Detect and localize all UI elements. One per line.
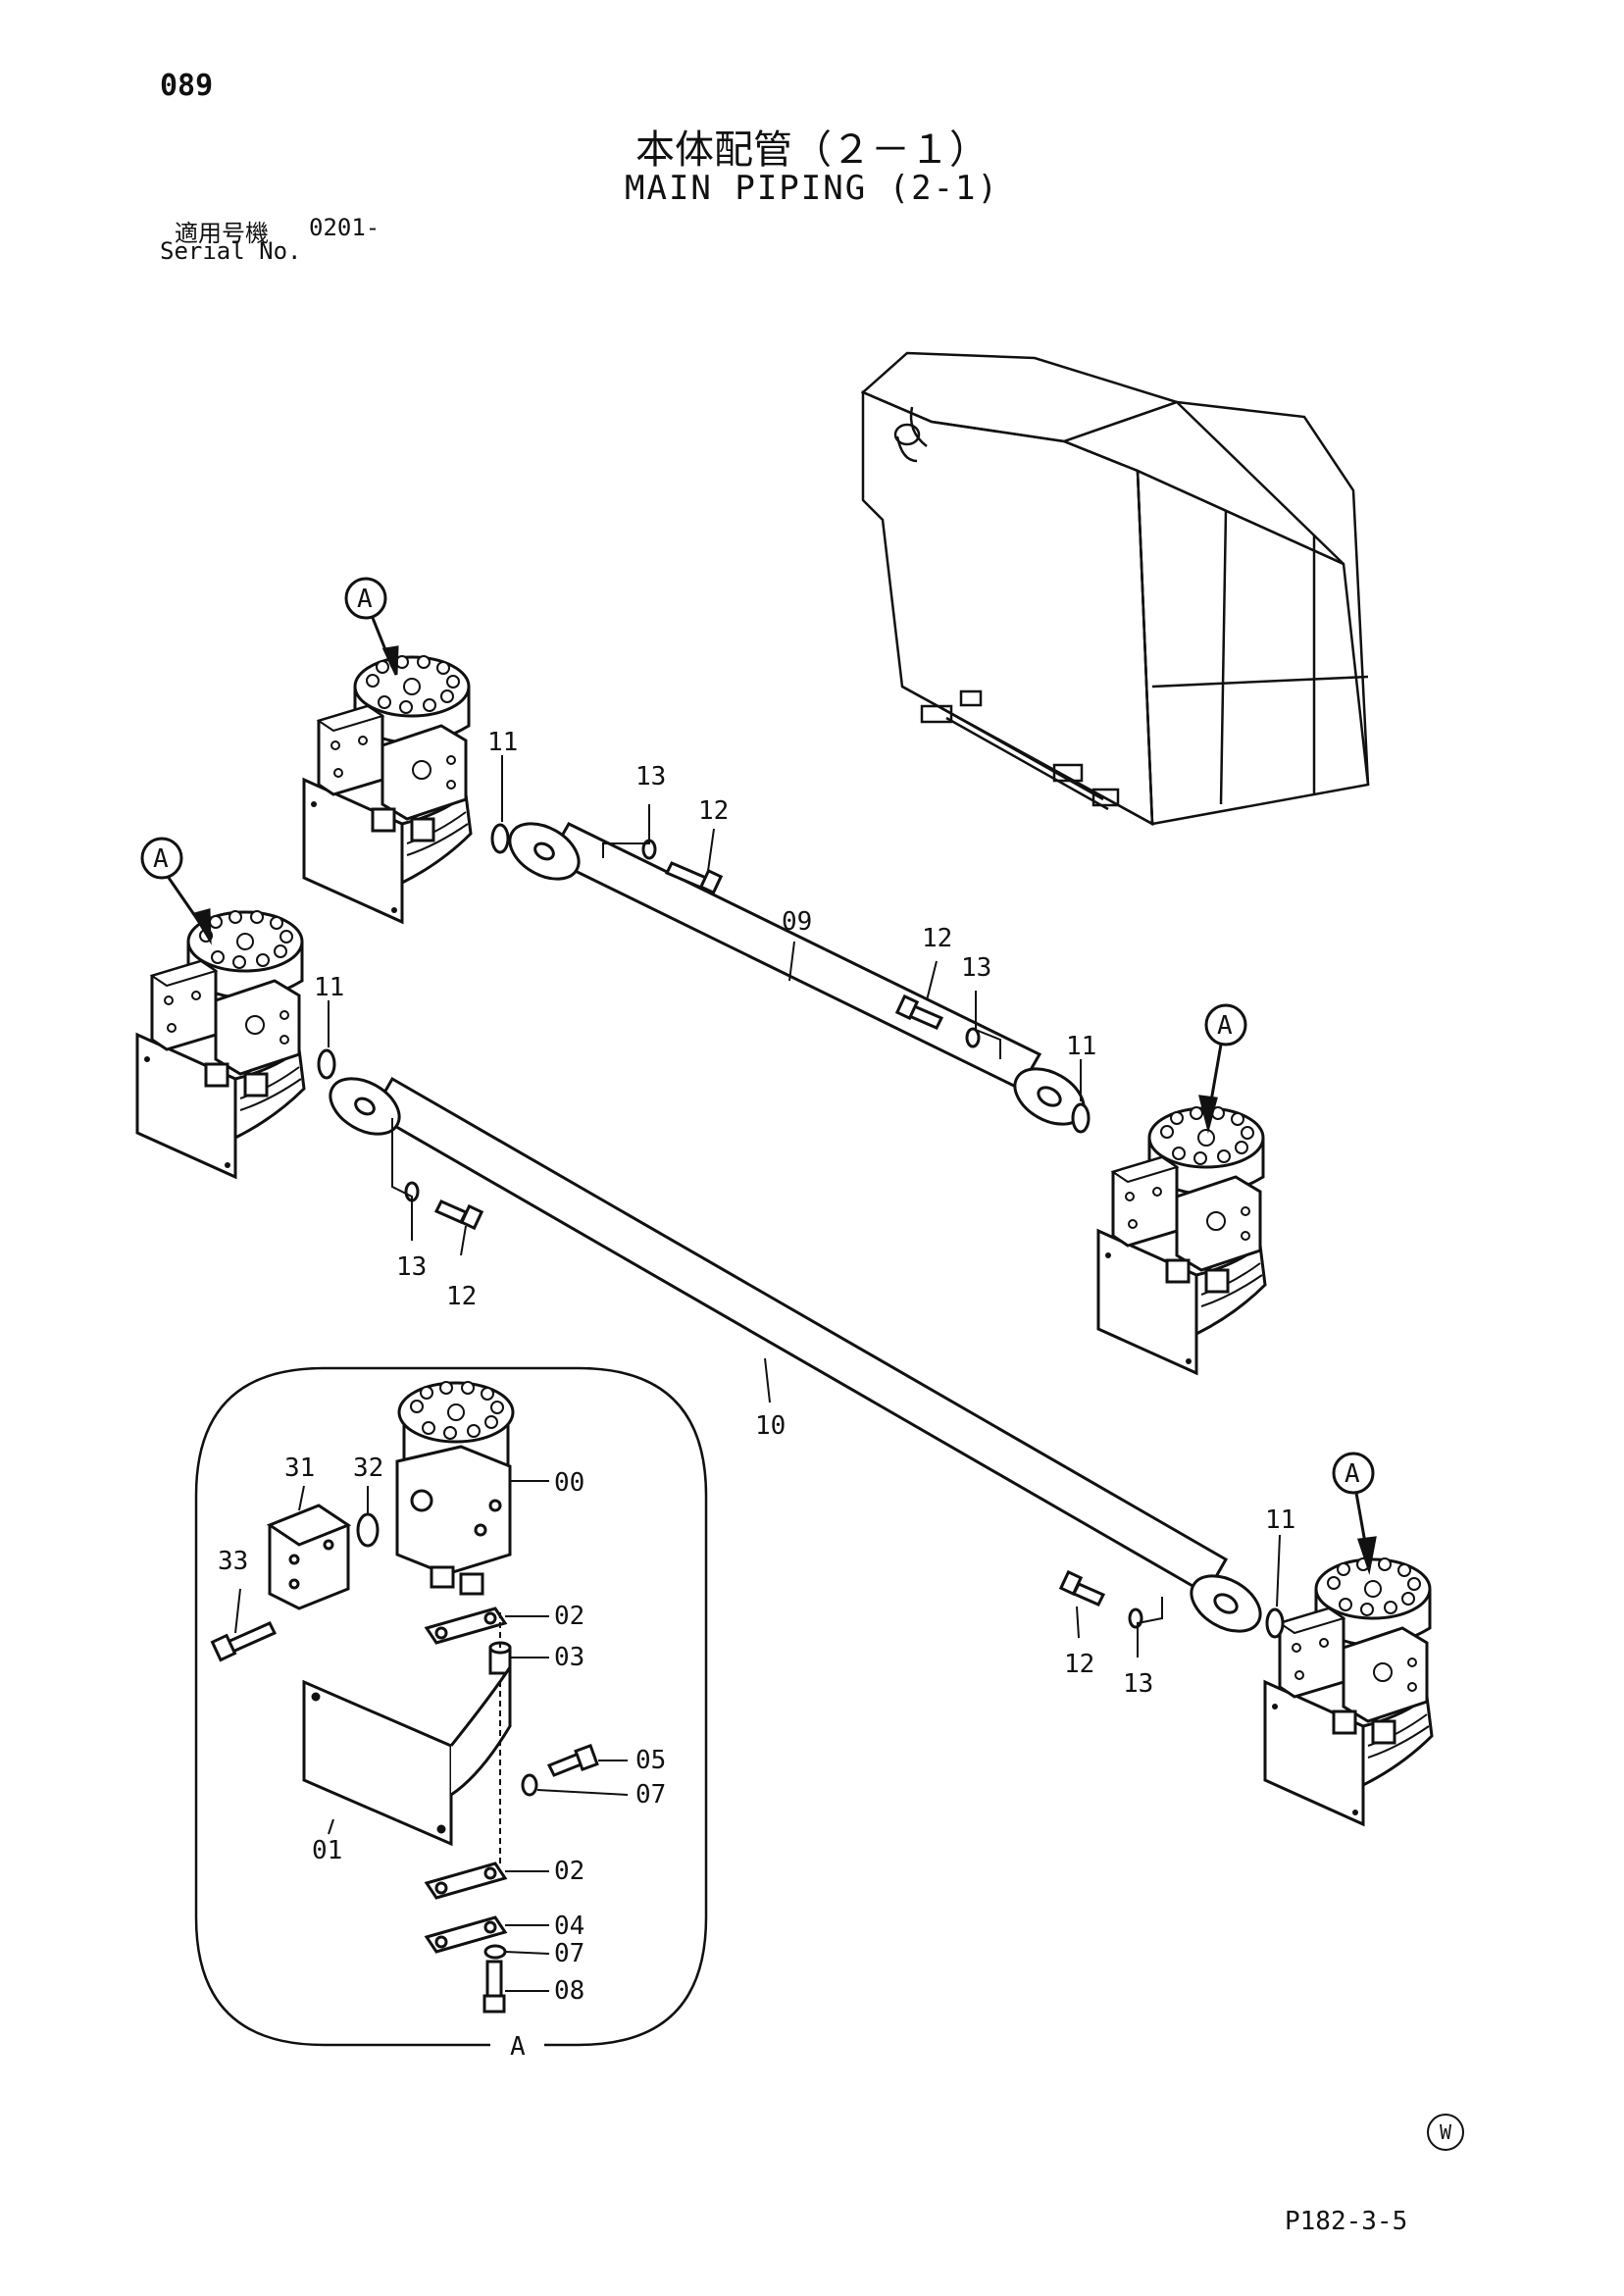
detail-marker-a-3: A — [1217, 1011, 1233, 1041]
callout-05: 05 — [635, 1746, 666, 1775]
callout-00: 00 — [554, 1468, 584, 1498]
serial-value: 0201- — [309, 214, 381, 241]
title-english: MAIN PIPING (2-1) — [625, 169, 999, 208]
callout-07-a: 07 — [635, 1780, 666, 1810]
pump-assembly-3 — [1098, 1107, 1265, 1373]
title-japanese: 本体配管（２－１） — [635, 128, 989, 173]
callout-01: 01 — [312, 1836, 342, 1865]
detail-a-label: A — [510, 2032, 526, 2062]
callout-13-a: 13 — [635, 762, 666, 791]
machine-cabin — [860, 351, 1370, 827]
callout-13-d: 13 — [1123, 1669, 1153, 1699]
pump-assembly-1 — [304, 656, 471, 922]
callout-32: 32 — [353, 1454, 383, 1483]
w-mark: W — [1427, 2114, 1464, 2151]
callout-31: 31 — [284, 1454, 315, 1483]
pipe-10 — [329, 1076, 1262, 1633]
detail-a-parts — [210, 1380, 599, 2014]
callout-11-c: 11 — [1066, 1032, 1096, 1061]
callout-09: 09 — [782, 907, 812, 937]
bolts-and-washers — [404, 839, 1143, 1629]
callout-12-b: 12 — [922, 924, 952, 953]
pipe-09 — [508, 822, 1086, 1126]
pump-assembly-4 — [1265, 1558, 1432, 1824]
serial-label-english: Serial No. — [160, 237, 302, 265]
serial-label-japanese: 適用号機 — [175, 220, 269, 247]
page-code: P182-3-5 — [1285, 2207, 1408, 2236]
detail-marker-a-group — [140, 577, 1377, 1575]
callout-04: 04 — [554, 1912, 584, 1941]
leader-lines — [328, 755, 1281, 1658]
detail-a-enclosure — [194, 1366, 708, 2047]
detail-marker-a-4: A — [1345, 1459, 1360, 1489]
detail-marker-a-2: A — [153, 844, 169, 874]
callout-12-a: 12 — [698, 796, 729, 826]
callout-12-c: 12 — [446, 1282, 477, 1311]
detail-a-leaders — [234, 1480, 629, 1992]
callout-03: 03 — [554, 1643, 584, 1672]
callout-08: 08 — [554, 1976, 584, 2006]
callout-10: 10 — [755, 1411, 786, 1441]
callout-07-b: 07 — [554, 1939, 584, 1968]
callout-13-b: 13 — [961, 953, 991, 983]
callout-11-b: 11 — [314, 973, 344, 1002]
callout-02-a: 02 — [554, 1602, 584, 1631]
callout-12-d: 12 — [1064, 1650, 1094, 1679]
callout-33: 33 — [218, 1547, 248, 1576]
callout-02-b: 02 — [554, 1857, 584, 1886]
detail-marker-a-1: A — [357, 585, 373, 614]
page-number: 089 — [160, 69, 214, 103]
pump-assembly-2 — [137, 911, 304, 1177]
callout-11-d: 11 — [1265, 1505, 1295, 1535]
callout-13-c: 13 — [396, 1252, 427, 1282]
callout-11-a: 11 — [487, 728, 518, 757]
o-rings — [317, 823, 1285, 1639]
